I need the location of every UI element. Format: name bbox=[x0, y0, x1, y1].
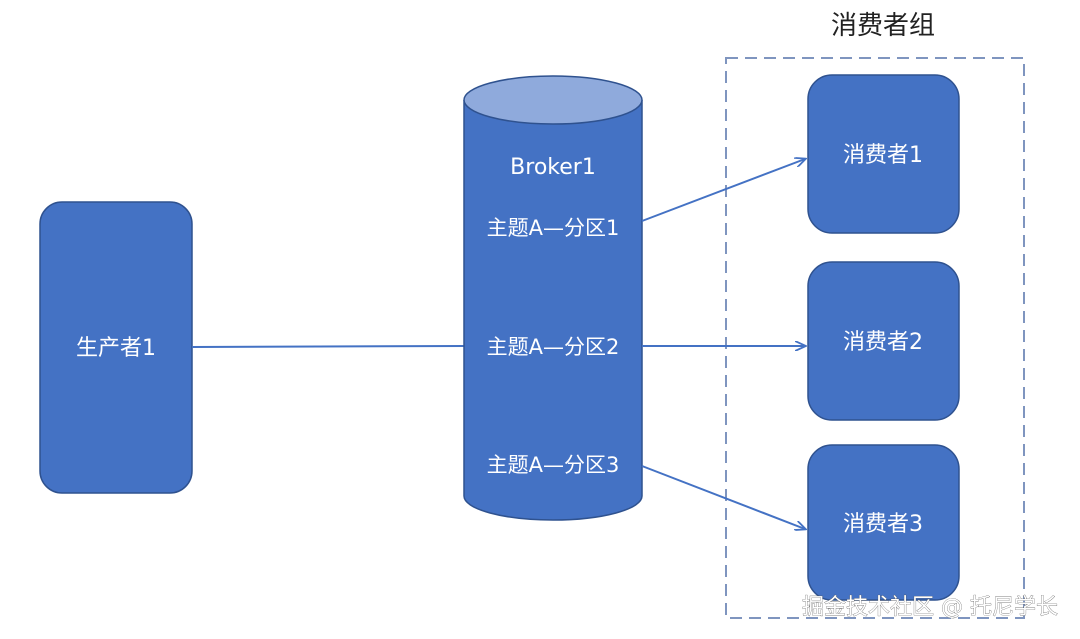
partition-2-label: 主题A—分区2 bbox=[487, 335, 620, 359]
partition-1-label: 主题A—分区1 bbox=[487, 216, 620, 240]
partition-3-label: 主题A—分区3 bbox=[487, 453, 620, 477]
consumer-2-label: 消费者2 bbox=[843, 330, 923, 355]
broker-name: Broker1 bbox=[510, 155, 596, 180]
partition-3-to-consumer-3-arrow bbox=[641, 465, 805, 529]
consumer-1-label: 消费者1 bbox=[843, 143, 923, 168]
consumer-group-boundary bbox=[725, 57, 1025, 619]
broker-cylinder bbox=[463, 75, 643, 521]
consumer-3-label: 消费者3 bbox=[843, 512, 923, 537]
producer-broker-connector bbox=[191, 345, 466, 348]
consumer-3-node bbox=[807, 444, 960, 601]
broker-cylinder-body bbox=[463, 100, 643, 521]
consumer-1-node bbox=[807, 74, 960, 234]
producer-label: 生产者1 bbox=[76, 336, 156, 361]
partition-1-to-consumer-1-arrow bbox=[641, 159, 805, 222]
consumer-group-title: 消费者组 bbox=[831, 11, 935, 41]
producer-node bbox=[39, 201, 193, 494]
broker-cylinder-top bbox=[463, 75, 643, 125]
consumer-2-node bbox=[807, 261, 960, 421]
watermark-text: 掘金技术社区 @ 托尼学长 bbox=[802, 595, 1058, 620]
